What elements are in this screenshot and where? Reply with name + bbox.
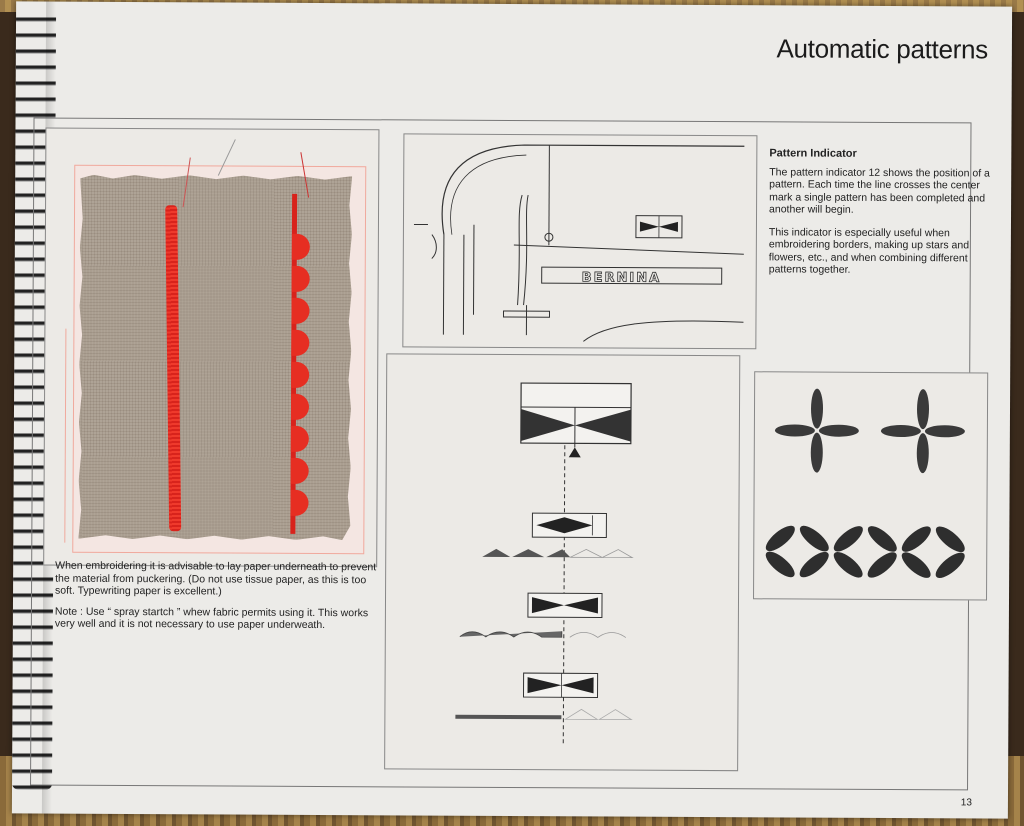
machine-illustration-panel: BERNINA — [402, 133, 758, 350]
pattern-indicator-panel — [384, 353, 741, 772]
scallop — [290, 425, 309, 452]
scallop — [290, 489, 309, 516]
indicator-paragraph: This indicator is especially useful when… — [768, 225, 970, 276]
brand-label: BERNINA — [582, 270, 662, 285]
flower-pattern-panel — [753, 371, 989, 601]
indicator-paragraph: The pattern indicator 12 shows the posit… — [769, 165, 990, 216]
pattern-indicator-text: Pattern Indicator The pattern indicator … — [769, 147, 998, 287]
scallop-stitch — [290, 193, 322, 534]
machine-drawing: BERNINA — [413, 144, 745, 342]
scallop — [290, 393, 310, 420]
flower-embroidery — [765, 388, 965, 578]
indicator-diagram — [455, 382, 634, 746]
caption-note: Note : Use “ spray startch ” whew fabric… — [54, 605, 369, 632]
fabric-photo-panel — [43, 127, 380, 568]
scallop — [291, 265, 310, 292]
caption-paragraph: When embroidering it is advisable to lay… — [55, 559, 377, 598]
manual-page: Automatic patterns When embroidering it … — [11, 1, 1013, 819]
scallop — [290, 457, 309, 484]
scallop — [291, 329, 310, 356]
section-heading: Pattern Indicator — [769, 147, 857, 160]
photo-caption: When embroidering it is advisable to lay… — [55, 560, 385, 640]
page-number: 13 — [960, 797, 972, 809]
scallop — [291, 361, 310, 388]
page-title: Automatic patterns — [776, 33, 988, 65]
scallop — [291, 233, 310, 260]
scallop — [291, 297, 310, 324]
